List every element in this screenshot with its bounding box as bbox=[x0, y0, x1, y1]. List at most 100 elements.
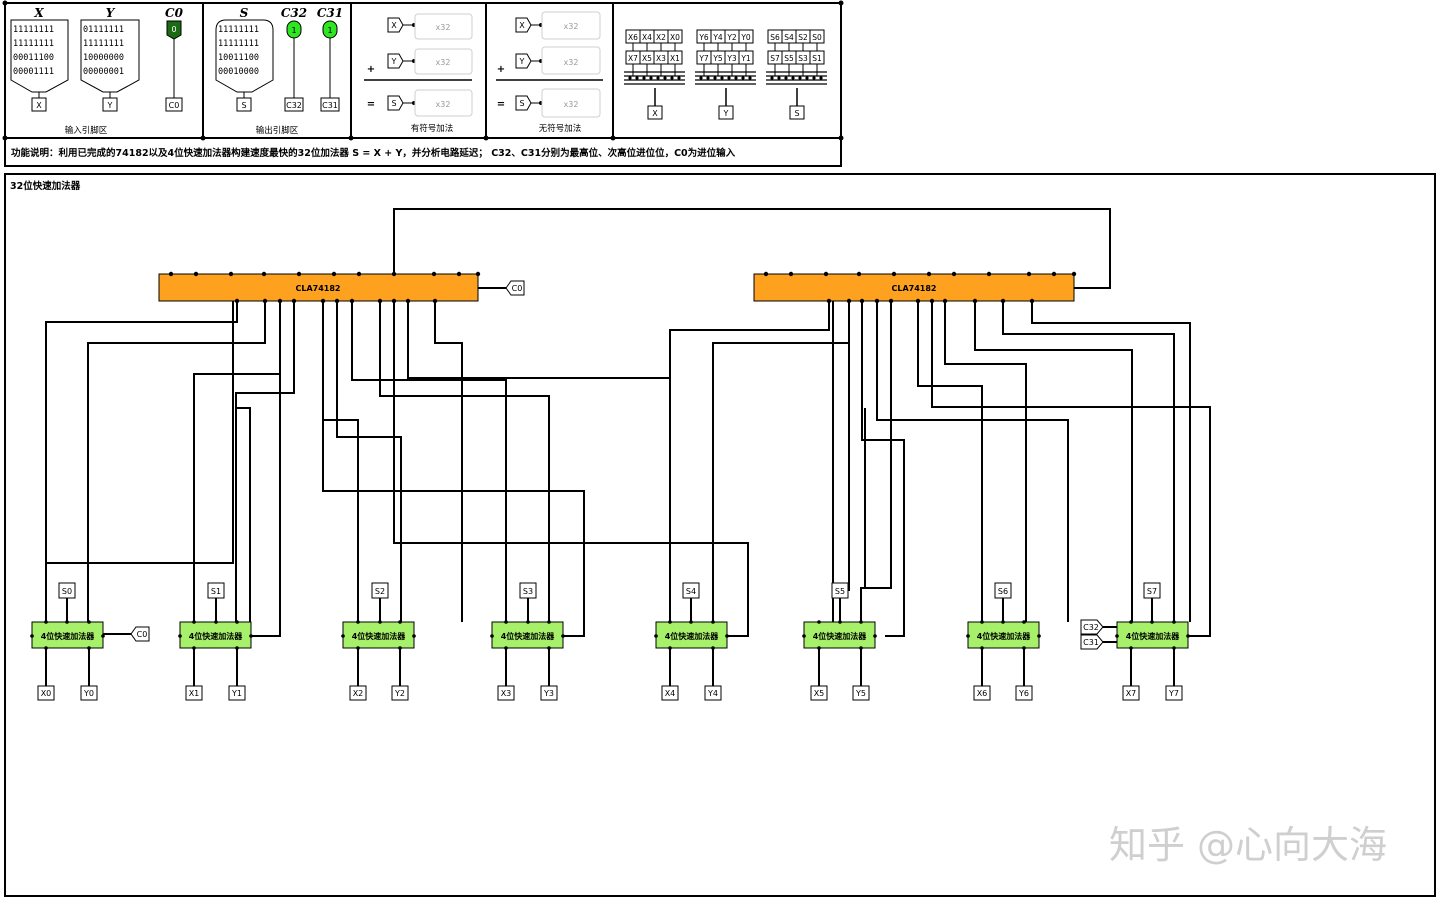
cla-right[interactable]: CLA74182 bbox=[753, 273, 1075, 302]
wire bbox=[379, 301, 550, 622]
cla-right-body[interactable] bbox=[753, 273, 1075, 302]
adder-pin-dot bbox=[547, 620, 551, 624]
splitter-dot bbox=[812, 76, 816, 80]
unsigned-y-tag: Y bbox=[519, 57, 525, 66]
wires bbox=[45, 208, 1211, 637]
splitter-dot bbox=[784, 76, 788, 80]
c0-tunnel-label: C0 bbox=[169, 101, 180, 110]
adder0-c0-tag: C0 bbox=[137, 630, 148, 639]
cla-pin-dot bbox=[277, 298, 283, 304]
bit-tag: Y5 bbox=[712, 54, 723, 63]
cla-pin-dot bbox=[763, 271, 769, 277]
cla-left-body[interactable] bbox=[158, 273, 479, 302]
s-pin-row: 11111111 bbox=[218, 39, 259, 49]
signed-x-probe bbox=[414, 13, 473, 40]
adder-pin-dot bbox=[1037, 634, 1041, 638]
adder-body[interactable] bbox=[1116, 621, 1189, 649]
input-pins-caption: 输入引脚区 bbox=[65, 125, 108, 136]
y-tag: Y0 bbox=[83, 689, 94, 698]
cla-pin-dots bbox=[168, 271, 1077, 304]
description-text: 功能说明：利用已完成的74182以及4位快速加法器构建速度最快的32位加法器 S… bbox=[11, 147, 736, 159]
bit-tag: X0 bbox=[670, 33, 680, 42]
cla-pin-dot bbox=[334, 298, 340, 304]
cla-pin-dot bbox=[1051, 271, 1057, 277]
cla-pin-dot bbox=[349, 298, 355, 304]
signed-y-row: Y x32 bbox=[387, 48, 473, 75]
unsigned-add-caption: 无符号加法 bbox=[539, 123, 582, 134]
signed-x-tag: X bbox=[391, 21, 397, 30]
sum-tag: S5 bbox=[835, 587, 845, 596]
x-tag: X3 bbox=[501, 689, 512, 698]
x-tunnel bbox=[497, 685, 515, 701]
x-tunnel bbox=[973, 685, 991, 701]
adder-label: 4位快速加法器 bbox=[977, 631, 1032, 641]
sum-tag: S7 bbox=[1147, 587, 1157, 596]
c0-input-pin[interactable] bbox=[166, 20, 182, 40]
y-tag: Y3 bbox=[543, 689, 554, 698]
cla-left[interactable]: CLA74182 bbox=[158, 273, 479, 302]
y-input-pin[interactable] bbox=[80, 19, 140, 93]
y-tunnel bbox=[228, 685, 246, 701]
wire bbox=[235, 301, 295, 622]
wire bbox=[393, 301, 749, 637]
adder-label: 4位快速加法器 bbox=[41, 631, 96, 641]
x-tunnel bbox=[349, 685, 367, 701]
splitter-tunnel bbox=[718, 105, 734, 120]
adder7-c32-tag: C32 bbox=[1083, 623, 1099, 632]
adder-pin-dot bbox=[341, 634, 345, 638]
splitter-dot bbox=[677, 76, 681, 80]
y-pin-row: 10000000 bbox=[83, 53, 124, 63]
unsigned-x-probe-text: x32 bbox=[564, 22, 579, 31]
splitter-tag: S bbox=[794, 109, 799, 118]
x-tag: X0 bbox=[41, 689, 52, 698]
sum-tunnel bbox=[519, 582, 537, 599]
s-pin-row: 11111111 bbox=[218, 25, 259, 35]
wire bbox=[944, 301, 1027, 622]
x-tag: X1 bbox=[189, 689, 200, 698]
bit-tag: S7 bbox=[770, 54, 780, 63]
bit-tag: Y4 bbox=[712, 33, 723, 42]
adder-0[interactable]: S0 4位快速加法器 X0 Y0 bbox=[30, 582, 105, 701]
cla-pin-dot bbox=[356, 271, 362, 277]
bit-tag: S0 bbox=[812, 33, 822, 42]
wire bbox=[393, 208, 1111, 289]
x-input-pin[interactable] bbox=[10, 19, 69, 93]
unsigned-x-probe bbox=[541, 11, 601, 40]
s-pin-label: S bbox=[240, 6, 249, 20]
y-tunnel bbox=[1015, 685, 1033, 701]
s-pin-row: 10011100 bbox=[218, 53, 259, 63]
wire bbox=[87, 301, 266, 622]
bit-tag: Y7 bbox=[698, 54, 709, 63]
adder-pin-dot bbox=[689, 620, 693, 624]
x-pin-row: 11111111 bbox=[13, 39, 54, 49]
adder-body[interactable] bbox=[491, 621, 564, 649]
sum-tag: S3 bbox=[523, 587, 533, 596]
sum-tag: S0 bbox=[62, 587, 72, 596]
x-tag: X7 bbox=[1126, 689, 1137, 698]
splitter-dot bbox=[777, 76, 781, 80]
y-tunnel bbox=[852, 685, 870, 701]
cla-pin-dot bbox=[788, 271, 794, 277]
cla-pin-dot bbox=[377, 298, 383, 304]
adder-pin-dot bbox=[44, 620, 48, 624]
x-tag: X6 bbox=[977, 689, 988, 698]
adder-body[interactable] bbox=[31, 621, 104, 649]
cla-pin-dot bbox=[431, 271, 437, 277]
x-tunnel-label: X bbox=[36, 101, 42, 110]
adder-pin-dot bbox=[235, 646, 239, 650]
splitter-dot bbox=[727, 76, 731, 80]
cla-pin-dot bbox=[391, 298, 397, 304]
splitter-tunnel bbox=[647, 105, 663, 120]
adder-pin-dot bbox=[547, 646, 551, 650]
y-tunnel bbox=[704, 685, 722, 701]
bit-tag: Y0 bbox=[740, 33, 751, 42]
